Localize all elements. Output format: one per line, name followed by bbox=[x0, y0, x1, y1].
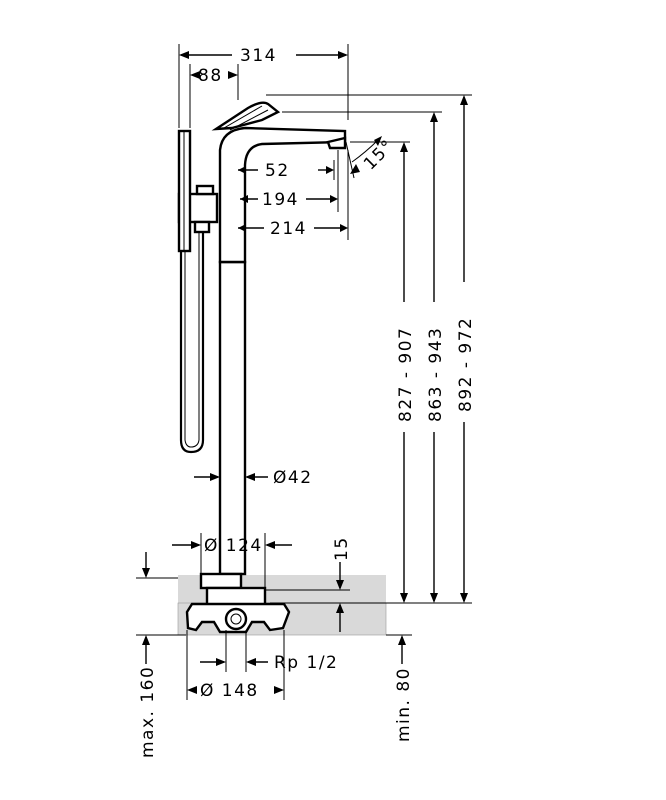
dim-spout-214: 214 bbox=[238, 150, 349, 240]
dim-base-height: 15 bbox=[265, 536, 352, 632]
dim-height-827-907: 827 - 907 bbox=[396, 142, 416, 603]
dim-total-width: 314 bbox=[178, 44, 349, 128]
dim-spout-194: 194 bbox=[240, 150, 339, 212]
dim-base-diameter: Ø 124 bbox=[172, 533, 292, 590]
dim-rp-label: Rp 1/2 bbox=[274, 653, 338, 673]
dim-863-943-label: 863 - 943 bbox=[426, 327, 446, 422]
dim-314-label: 314 bbox=[240, 46, 277, 66]
dim-handle-offset: 88 bbox=[189, 64, 239, 128]
dim-height-892-972: 892 - 972 bbox=[456, 95, 476, 603]
dim-892-972-label: 892 - 972 bbox=[456, 317, 476, 412]
dim-214-label: 214 bbox=[270, 219, 307, 239]
dim-148-label: Ø 148 bbox=[200, 681, 259, 701]
dim-827-907-label: 827 - 907 bbox=[396, 327, 416, 422]
dim-194-label: 194 bbox=[262, 190, 299, 210]
dim-min-depth: min. 80 bbox=[386, 634, 414, 742]
dim-15deg-label: 15° bbox=[360, 136, 399, 175]
dim-min-80-label: min. 80 bbox=[394, 667, 414, 742]
dim-52-label: 52 bbox=[265, 161, 290, 181]
dim-height-863-943: 863 - 943 bbox=[426, 112, 446, 603]
dim-install-diameter: Ø 148 bbox=[186, 630, 285, 701]
dim-spout-52: 52 bbox=[238, 160, 335, 181]
dim-15-label: 15 bbox=[332, 536, 352, 561]
dim-124-label: Ø 124 bbox=[204, 536, 263, 556]
dim-max-160-label: max. 160 bbox=[138, 666, 158, 758]
dim-max-depth: max. 160 bbox=[136, 552, 186, 758]
dim-connection: Rp 1/2 bbox=[200, 630, 338, 673]
dim-pipe-diameter: Ø42 bbox=[194, 468, 313, 488]
faucet-body bbox=[177, 101, 347, 634]
dim-88-label: 88 bbox=[198, 66, 223, 86]
dim-42-label: Ø42 bbox=[273, 468, 313, 488]
